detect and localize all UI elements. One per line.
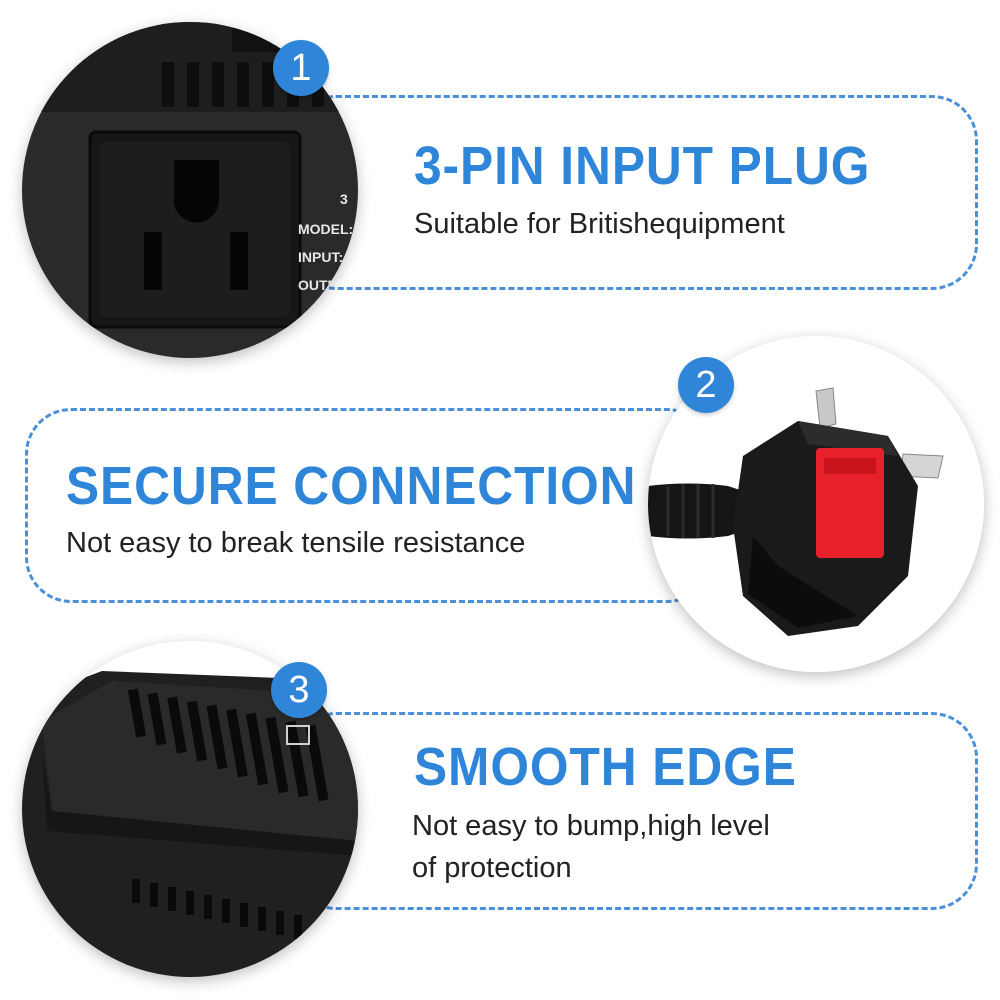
feature-card-1 <box>290 95 978 290</box>
feature-card-3 <box>290 712 978 910</box>
badge-3: 3 <box>271 662 327 718</box>
label-input: INPUT: <box>298 249 343 265</box>
feature-card-2 <box>25 408 713 603</box>
uk-plug-icon <box>648 336 984 672</box>
feature-desc-3-line1: Not easy to bump,high level <box>412 810 770 842</box>
feature-title-3: SMOOTH EDGE <box>414 737 797 797</box>
feature-desc-3-line2: of protection <box>412 852 572 884</box>
plug-photo <box>648 336 984 672</box>
label-digit: 3 <box>340 191 348 207</box>
feature-title-2: SECURE CONNECTION <box>66 456 637 516</box>
feature-desc-2: Not easy to break tensile resistance <box>66 527 526 559</box>
feature-desc-1: Suitable for Britishequipment <box>414 208 785 240</box>
badge-1: 1 <box>273 40 329 96</box>
label-model: MODEL: <box>298 221 353 237</box>
badge-2: 2 <box>678 357 734 413</box>
feature-title-1: 3-PIN INPUT PLUG <box>414 136 871 196</box>
